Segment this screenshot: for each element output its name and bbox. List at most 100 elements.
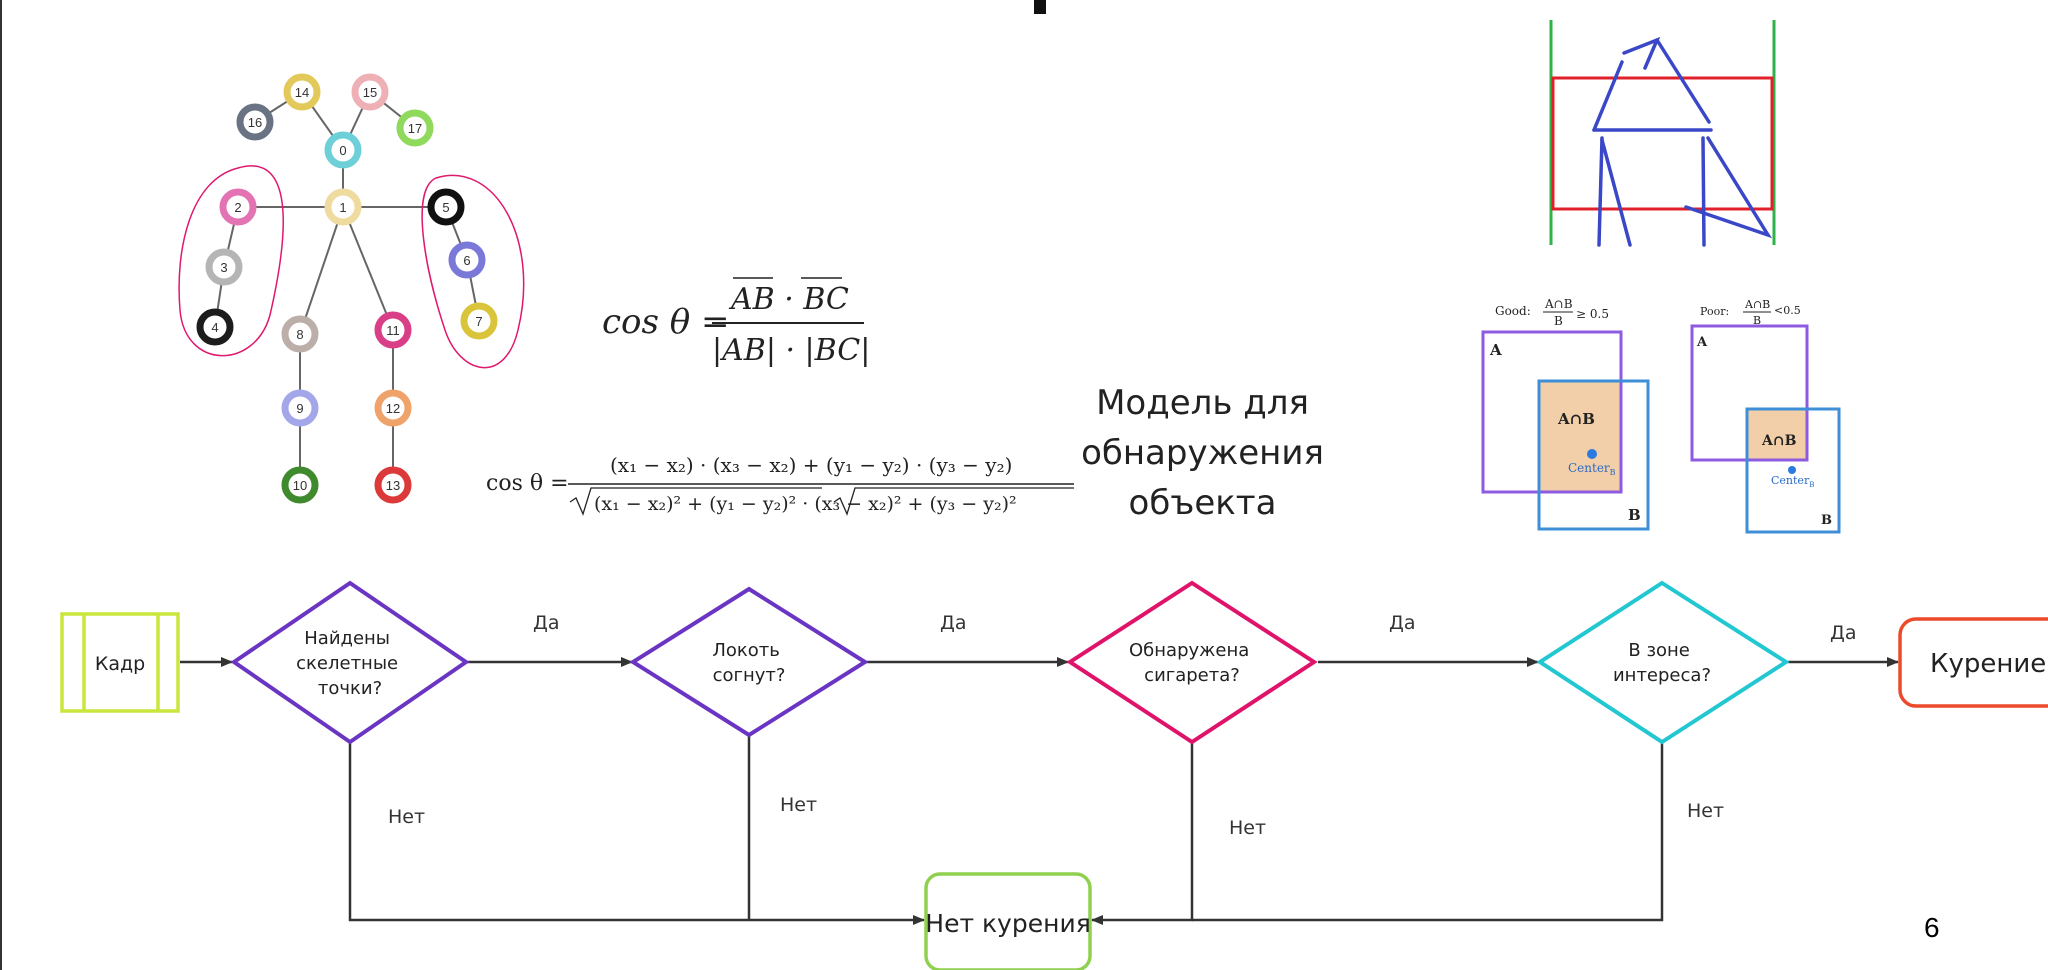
iou-poor-center-dot (1788, 466, 1796, 474)
roi-box (1551, 76, 1774, 211)
joint-8: 8 (281, 315, 319, 353)
end-smoking-label: Курение (1930, 649, 2046, 679)
joint-label: 15 (363, 85, 377, 100)
joint-label: 16 (248, 115, 262, 130)
decision-skeleton-points: Найдены скелетные точки? (230, 580, 470, 745)
joint-ring (448, 241, 486, 279)
iou-poor-intersection (1747, 409, 1807, 460)
joint-label: 0 (339, 143, 346, 158)
iou-poor-center-label: CenterB (1771, 474, 1814, 489)
decision-1-diamond (230, 580, 470, 745)
end-smoking-box (1898, 617, 2048, 708)
joint-11: 11 (374, 311, 412, 349)
decision-1-line-2: скелетные (296, 653, 398, 674)
iou-poor-box-b (1745, 407, 1841, 534)
joint-label: 12 (386, 401, 400, 416)
iou-good-center-label: CenterB (1568, 461, 1616, 477)
joint-label: 2 (234, 200, 241, 215)
decision-in-roi: В зоне интереса? (1536, 580, 1790, 745)
joint-ring (281, 315, 319, 353)
object-detection-model-label: Модель для обнаружения объекта (1080, 378, 1325, 528)
joint-label: 10 (293, 478, 307, 493)
joint-15: 15 (351, 73, 389, 111)
joint-17: 17 (396, 109, 434, 147)
roi-illustration (1549, 20, 1776, 247)
joint-label: 13 (386, 478, 400, 493)
no-label-2: Нет (780, 794, 817, 816)
joint-label: 4 (211, 320, 218, 335)
joint-2: 2 (219, 188, 257, 226)
iou-good-a-label: A (1489, 341, 1502, 359)
decision-2-diamond (629, 586, 869, 738)
title-fragment (1034, 0, 1046, 14)
joint-1: 1 (324, 188, 362, 226)
iou-good-box-b (1537, 379, 1650, 531)
joint-label: 6 (463, 253, 470, 268)
joint-label: 1 (339, 200, 346, 215)
roi-person-strokes (1592, 36, 1773, 247)
decision-3-line-2: сигарета? (1144, 665, 1240, 686)
yes-label-1: Да (533, 612, 560, 634)
joint-6: 6 (448, 241, 486, 279)
joint-ring (351, 73, 389, 111)
joint-16: 16 (236, 103, 274, 141)
joint-ring (396, 109, 434, 147)
joint-14: 14 (283, 73, 321, 111)
iou-good-cond: ≥ 0.5 (1576, 307, 1609, 321)
formula1-denominator: |AB| · |BC| (712, 333, 870, 368)
joint-label: 7 (475, 314, 482, 329)
joint-label: 14 (295, 85, 309, 100)
arrow-d3-no (1091, 743, 1194, 925)
joint-label: 11 (386, 323, 400, 338)
formula-cos-vectors: cos θ = AB · BC |AB| · |BC| (602, 277, 870, 368)
joint-7: 7 (460, 302, 498, 340)
yes-label-2: Да (940, 612, 967, 634)
joint-13: 13 (374, 466, 412, 504)
no-label-4: Нет (1687, 800, 1724, 822)
iou-good-label: Good: (1495, 304, 1531, 318)
decision-3-text: Обнаружена сигарета? (1129, 640, 1255, 686)
iou-poor-box-a (1690, 324, 1809, 462)
decision-1-line-1: Найдены (304, 628, 390, 649)
decision-2-line-2: согнут? (713, 665, 786, 686)
decision-cigarette-detected: Обнаружена сигарета? (1066, 580, 1318, 745)
joint-10: 10 (281, 466, 319, 504)
iou-good-intersection (1539, 381, 1621, 492)
right-arm-outline (421, 174, 525, 369)
decision-3-diamond (1066, 580, 1318, 745)
formula2-lhs: cos θ = (486, 471, 569, 496)
formula2-sqrt-1 (569, 487, 822, 516)
iou-poor-cond: <0.5 (1774, 304, 1801, 317)
joint-ring (374, 389, 412, 427)
decision-elbow-bent: Локоть согнут? (629, 586, 869, 738)
start-node-label: Кадр (95, 653, 145, 675)
end-node-smoking: Курение (1898, 617, 2048, 708)
formula1-numerator: AB · BC (728, 282, 849, 317)
iou-good-intersection-label: A∩B (1557, 410, 1595, 428)
decision-4-diamond (1536, 580, 1790, 745)
iou-poor-a-label: A (1696, 335, 1708, 350)
joint-label: 3 (220, 260, 227, 275)
flow-connectors (180, 657, 1899, 925)
decision-4-line-2: интереса? (1613, 665, 1711, 686)
joint-ring (374, 311, 412, 349)
yes-label-4: Да (1830, 622, 1857, 644)
end-no-smoking-box (924, 872, 1092, 970)
iou-poor-label: Poor: (1700, 305, 1729, 318)
joint-3: 3 (205, 248, 243, 286)
no-label-3: Нет (1229, 817, 1266, 839)
joint-ring (324, 188, 362, 226)
iou-poor-frac-num: A∩B (1744, 298, 1770, 311)
formula1-lhs: cos θ = (602, 302, 730, 342)
joint-12: 12 (374, 389, 412, 427)
formula2-numerator: (x₁ − x₂) · (x₃ − x₂) + (y₁ − y₂) · (y₃ … (610, 453, 1012, 477)
joint-5: 5 (427, 188, 465, 226)
iou-poor-frac-den: B (1753, 314, 1761, 327)
joint-ring (460, 302, 498, 340)
iou-good-diagram: Good: A∩B B ≥ 0.5 A B A∩B CenterB (1481, 297, 1650, 531)
decision-2-line-1: Локоть (712, 640, 780, 661)
iou-poor-diagram: Poor: A∩B B <0.5 A B A∩B CenterB (1690, 298, 1841, 534)
no-label-1: Нет (388, 806, 425, 828)
